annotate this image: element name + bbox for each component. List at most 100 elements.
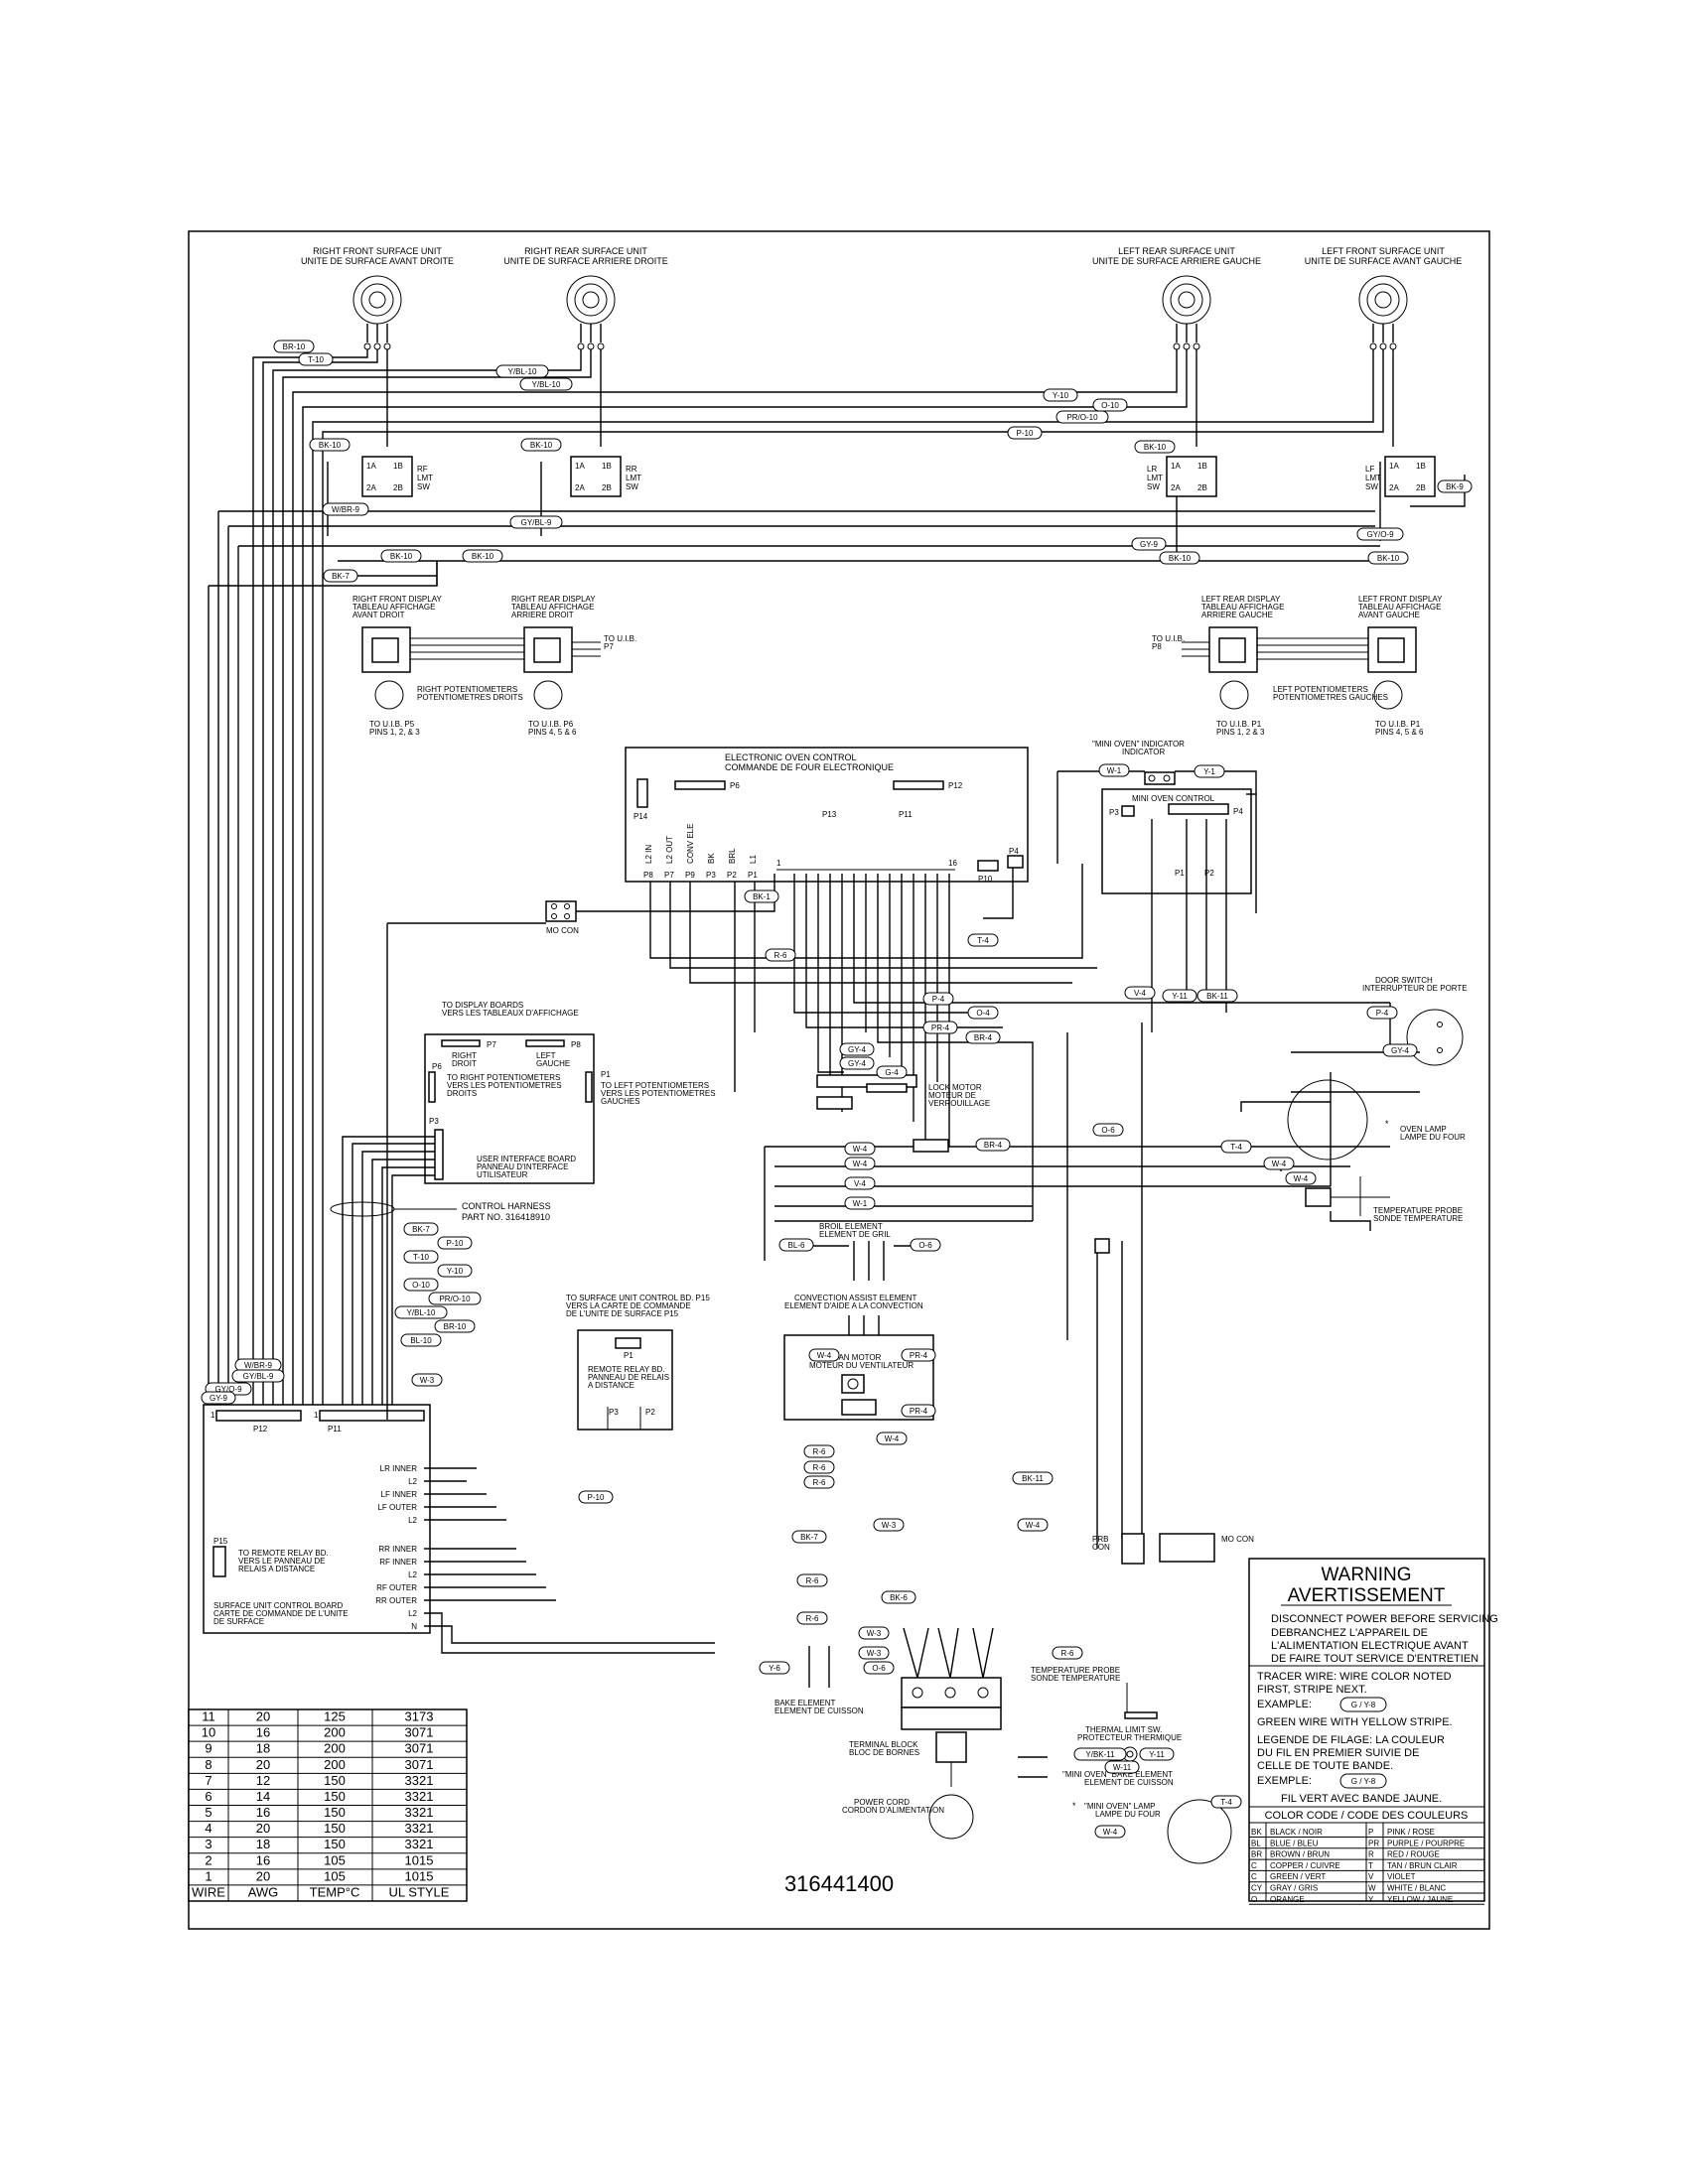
wire-tag: W-4 — [1285, 1171, 1317, 1185]
warning-fr2: L'ALIMENTATION ELECTRIQUE AVANT — [1271, 1640, 1469, 1652]
wire-tag-label: R-6 — [813, 1478, 826, 1487]
wire-tag-label: T-4 — [977, 936, 989, 945]
surface-unit-lf-label1: LEFT FRONT SURFACE UNIT — [1322, 246, 1445, 256]
wire-table-cell: 1015 — [405, 1868, 434, 1883]
display-lf-pins1: TO U.I.B. P1 — [1375, 720, 1421, 729]
display-rf-l1: RIGHT FRONT DISPLAY — [352, 595, 442, 604]
wire-tag-label: W-4 — [853, 1145, 868, 1154]
eoc-p11: P11 — [899, 810, 913, 819]
color-code-cell: WHITE / BLANC — [1387, 1884, 1446, 1893]
wire-tag-label: Y-10 — [447, 1267, 464, 1276]
color-code-cell: GREEN / VERT — [1270, 1872, 1326, 1881]
eoc-relay-brl: BRL — [728, 848, 737, 864]
limit-switch-lr: 1A 1B 2A 2B LR LMT SW — [1147, 456, 1217, 497]
mo-con-connector: MO CON — [545, 900, 579, 935]
wire-tag: PR-4 — [922, 1021, 958, 1034]
limit-switch-rf: 1A 1B 2A 2B RF LMT SW — [361, 456, 433, 497]
wire-table-cell: 12 — [256, 1773, 270, 1788]
rrb-p3: P3 — [609, 1408, 619, 1417]
warning-title: WARNING — [1321, 1565, 1411, 1585]
wire-tag: W-11 — [1104, 1760, 1140, 1774]
wire-table-cell: 150 — [324, 1773, 346, 1788]
eoc-relay-l1: L1 — [749, 855, 758, 864]
warning-title-fr: AVERTISSEMENT — [1288, 1585, 1446, 1606]
wire-tag: R-6 — [796, 1573, 828, 1587]
wire-tag: BK-6 — [881, 1590, 916, 1604]
rrb-to3: DE L'UNITE DE SURFACE P15 — [566, 1309, 679, 1318]
eoc-title1: ELECTRONIC OVEN CONTROL — [725, 752, 857, 762]
wire-tag: Y/BL-10 — [519, 377, 573, 391]
remote-relay-board: TO SURFACE UNIT CONTROL BD. P15 VERS LA … — [566, 1294, 710, 1431]
wire-tag: PR-4 — [901, 1348, 936, 1362]
wire-tag: T-10 — [298, 352, 334, 366]
to-uib-p7-1: TO U.I.B. — [604, 634, 636, 643]
rrb-p1: P1 — [624, 1351, 633, 1360]
pots-right-1: RIGHT POTENTIOMETERS — [417, 685, 517, 694]
surface-unit-left-front: LEFT FRONT SURFACE UNIT UNITE DE SURFACE… — [1305, 246, 1462, 350]
wire-tag: BK-10 — [309, 438, 351, 452]
wire-tag-label: O-6 — [1101, 1126, 1115, 1135]
limit-switch-lf: 1A 1B 2A 2B LF LMT SW — [1365, 456, 1436, 497]
wire-tag: BK-11 — [1196, 989, 1238, 1003]
lmt-sw-label-2: LMT — [626, 474, 641, 482]
wire-table-cell: 20 — [256, 1821, 270, 1836]
sucb-p12: P12 — [253, 1425, 268, 1433]
rrb-name3: A DISTANCE — [588, 1381, 634, 1390]
diagram-frame — [188, 230, 1490, 1930]
wire-tag: BR-4 — [965, 1030, 1001, 1044]
wire-tag: R-6 — [796, 1611, 828, 1625]
pots-left-2: POTENTIOMETRES GAUCHES — [1273, 693, 1388, 702]
eoc-pin-p1: P1 — [748, 871, 758, 880]
wire-tag: W-4 — [808, 1348, 840, 1362]
mo-con2-label: MO CON — [1221, 1535, 1254, 1544]
sucb-remote3: RELAIS A DISTANCE — [238, 1565, 315, 1573]
eoc-relay-convele: CONV ELE — [686, 824, 695, 864]
color-code-cell: YELLOW / JAUNE — [1387, 1895, 1453, 1904]
pin-1b: 1B — [1416, 462, 1426, 471]
uib-to-display1: TO DISPLAY BOARDS — [442, 1001, 523, 1010]
display-lr-l2: TABLEAU AFFICHAGE — [1201, 603, 1284, 612]
display-lr-pins1: TO U.I.B. P1 — [1216, 720, 1262, 729]
wire-tag: P-10 — [1007, 426, 1043, 440]
wire-tag: P-10 — [578, 1490, 614, 1504]
wire-tag-label: W-11 — [1113, 1763, 1132, 1772]
wire-tag: GY-9 — [1131, 537, 1167, 551]
wire-tag: BL-10 — [400, 1333, 442, 1347]
color-code-cell: RED / ROUGE — [1387, 1850, 1440, 1859]
wire-tag-label: W-4 — [1103, 1828, 1118, 1837]
wire-tag: GY/BL-9 — [231, 1369, 285, 1383]
wire-tag-label: W-1 — [1107, 766, 1122, 775]
wire-tag-label: PR/O-10 — [1066, 413, 1098, 422]
wire-tag-label: V-4 — [1134, 989, 1147, 998]
sucb-term-l2: L2 — [408, 1570, 417, 1579]
power-cord-label2: CORDON D'ALIMENTATION — [842, 1806, 944, 1815]
mini-oven-bake-element: "MINI OVEN" BAKE ELEMENT ELEMENT DE CUIS… — [1018, 1756, 1174, 1787]
surface-unit-lr-label1: LEFT REAR SURFACE UNIT — [1118, 246, 1235, 256]
wire-tags: BR-10T-10Y/BL-10Y/BL-10Y-10O-10PR/O-10P-… — [201, 340, 1473, 1839]
mini-oven-control: "MINI OVEN" INDICATOR INDICATOR MINI OVE… — [1092, 740, 1252, 894]
sucb-remote1: TO REMOTE RELAY BD. — [238, 1549, 329, 1558]
wire-table-cell: 9 — [205, 1741, 211, 1756]
wire-tag-label: GY/O-9 — [1366, 530, 1394, 539]
wire-tag: T-4 — [1210, 1795, 1242, 1809]
wire-table-cell: 18 — [256, 1837, 270, 1851]
wire-tag: W-4 — [844, 1142, 876, 1156]
mini-oven-lamp: * "MINI OVEN" LAMP LAMPE DU FOUR — [1072, 1799, 1232, 1864]
part-number: 316441400 — [784, 1871, 894, 1896]
surface-unit-rf-label2: UNITE DE SURFACE AVANT DROITE — [301, 256, 454, 266]
pin-2b: 2B — [1197, 483, 1207, 492]
eoc-p6: P6 — [730, 781, 740, 790]
lock-motor-label2: MOTEUR DE — [928, 1091, 976, 1100]
probe-bottom-label2: SONDE TEMPERATURE — [1031, 1674, 1120, 1683]
pin-1b: 1B — [1197, 462, 1207, 471]
color-code-cell: PINK / ROSE — [1387, 1828, 1435, 1837]
example-tag: G / Y-8 — [1351, 1701, 1376, 1709]
wire-table-cell: 200 — [324, 1725, 346, 1740]
lmt-sw-label-1: LF — [1365, 465, 1374, 474]
wire-table-cell: 3 — [205, 1837, 211, 1851]
coil-element-icon — [1162, 275, 1211, 325]
